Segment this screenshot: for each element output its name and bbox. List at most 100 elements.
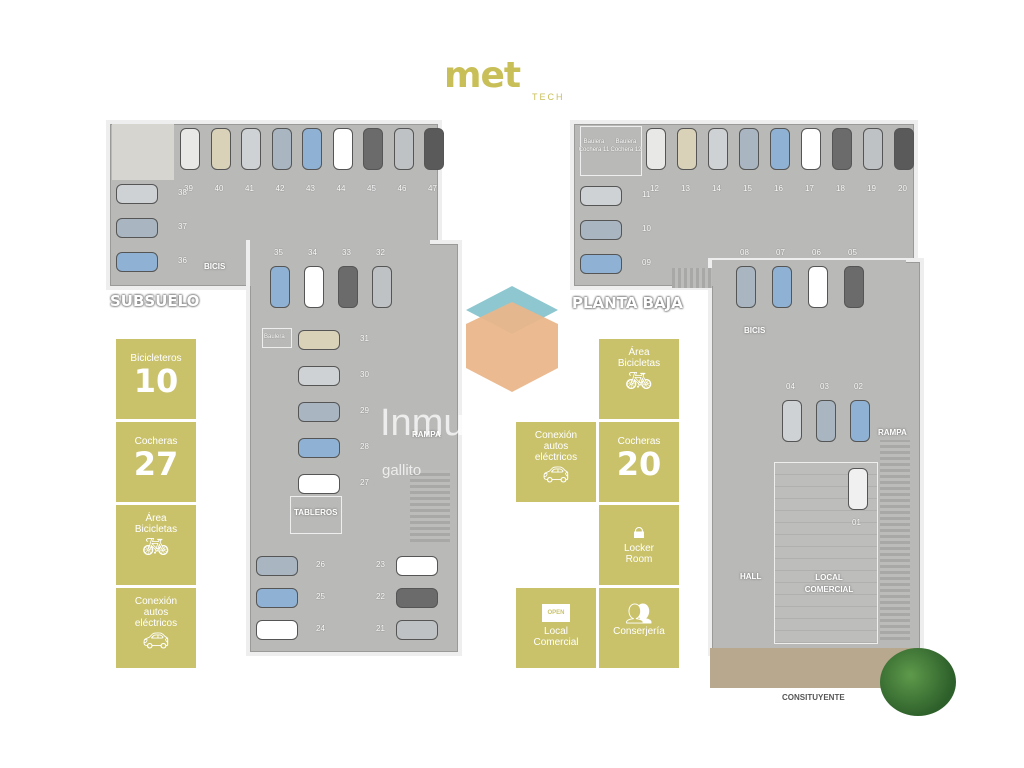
space-number: 10 xyxy=(642,224,651,233)
rampa-label: RAMPA xyxy=(412,430,441,439)
space-number: 37 xyxy=(178,222,187,231)
stairs xyxy=(672,268,712,288)
tree-icon xyxy=(880,648,956,716)
space-number: 11 xyxy=(642,190,651,199)
space-number: 22 xyxy=(376,592,385,601)
tile-local-comercial: OPEN Local Comercial xyxy=(516,588,596,668)
space-number: 12 xyxy=(650,184,659,193)
tile-value: 27 xyxy=(133,445,179,483)
space-number: 34 xyxy=(308,248,317,257)
car xyxy=(396,556,438,576)
space-number: 29 xyxy=(360,406,369,415)
car xyxy=(298,402,340,422)
car xyxy=(298,366,340,386)
tile-label: Local Comercial xyxy=(533,626,579,648)
space-number: 26 xyxy=(316,560,325,569)
subsuelo-title: SUBSUELO xyxy=(110,292,200,310)
car xyxy=(270,266,290,308)
space-number: 39 xyxy=(184,184,193,193)
tile-cocheras: Cocheras 27 xyxy=(116,422,196,502)
tile-label: Área Bicicletas xyxy=(134,513,178,535)
tile-conexion: Conexión autos eléctricos 🚗︎ xyxy=(116,588,196,668)
tile-label: Cocheras xyxy=(617,436,661,447)
local-comercial-label: LOCAL COMERCIAL xyxy=(804,573,854,594)
car xyxy=(363,128,383,170)
car xyxy=(782,400,802,442)
space-number: 18 xyxy=(836,184,845,193)
ev-car-icon: 🚗︎ xyxy=(142,628,170,653)
space-number: 15 xyxy=(743,184,752,193)
car xyxy=(677,128,697,170)
hall-label: HALL xyxy=(740,572,762,581)
bicis-label: BICIS xyxy=(204,262,226,271)
watermark-subtext: gallito xyxy=(382,462,422,479)
pb-rampa-label: RAMPA xyxy=(878,428,907,437)
space-number: 19 xyxy=(867,184,876,193)
space-number: 23 xyxy=(376,560,385,569)
car xyxy=(832,128,852,170)
street-label: CONSITUYENTE xyxy=(782,693,845,702)
car xyxy=(298,330,340,350)
space-number: 41 xyxy=(245,184,254,193)
diamond-logo-icon xyxy=(466,286,558,392)
lock-icon: 🔒︎ xyxy=(633,518,645,543)
bicycle-icon: 🚲︎ xyxy=(142,534,170,559)
space-number: 45 xyxy=(367,184,376,193)
car xyxy=(393,128,414,170)
space-number: 17 xyxy=(805,184,814,193)
space-number: 03 xyxy=(820,382,829,391)
car xyxy=(396,620,438,640)
tile-area-bicicletas: Área Bicicletas 🚲︎ xyxy=(116,505,196,585)
logo-text: met xyxy=(444,55,521,96)
car xyxy=(338,266,358,308)
space-number: 21 xyxy=(376,624,385,633)
space-number: 25 xyxy=(316,592,325,601)
space-number: 24 xyxy=(316,624,325,633)
car xyxy=(844,266,864,308)
space-number: 04 xyxy=(786,382,795,391)
car xyxy=(736,266,756,308)
car xyxy=(894,128,914,170)
car xyxy=(298,474,340,494)
car xyxy=(863,128,883,170)
car xyxy=(256,556,298,576)
tile-bicicleteros: Bicicleteros 10 xyxy=(116,339,196,419)
tile-value: 10 xyxy=(133,362,179,400)
car xyxy=(848,468,868,510)
car xyxy=(302,128,322,170)
tile-label: Locker Room xyxy=(623,543,654,565)
car xyxy=(580,186,622,206)
car xyxy=(580,220,622,240)
car xyxy=(372,266,392,308)
space-number: 16 xyxy=(774,184,783,193)
baulera-12-label: Baulera Cochera 12 xyxy=(610,139,642,153)
car xyxy=(304,266,324,308)
pb-title: PLANTA BAJA xyxy=(572,294,683,312)
space-number: 47 xyxy=(428,184,437,193)
space-number: 36 xyxy=(178,256,187,265)
logo: met TECH xyxy=(444,58,584,106)
ramp xyxy=(410,470,450,542)
ev-car-icon: 🚗︎ xyxy=(542,462,570,487)
space-number: 40 xyxy=(214,184,224,193)
baulera-room xyxy=(262,328,292,348)
car xyxy=(770,128,790,170)
car xyxy=(801,128,821,170)
car xyxy=(808,266,828,308)
space-number: 31 xyxy=(360,334,369,343)
space-number: 46 xyxy=(397,184,407,193)
space-number: 02 xyxy=(854,382,863,391)
car xyxy=(116,252,158,272)
tile-cocheras: Cocheras 20 xyxy=(599,422,679,502)
tile-label: Conexión autos eléctricos xyxy=(534,430,578,463)
car xyxy=(580,254,622,274)
car xyxy=(210,128,231,170)
space-number: 09 xyxy=(642,258,651,267)
car xyxy=(116,218,158,238)
baulera-box xyxy=(580,126,642,176)
car xyxy=(708,128,728,170)
tile-label: Área Bicicletas xyxy=(617,347,661,369)
space-number: 30 xyxy=(360,370,369,379)
car xyxy=(256,620,298,640)
logo-subtext: TECH xyxy=(532,92,565,102)
